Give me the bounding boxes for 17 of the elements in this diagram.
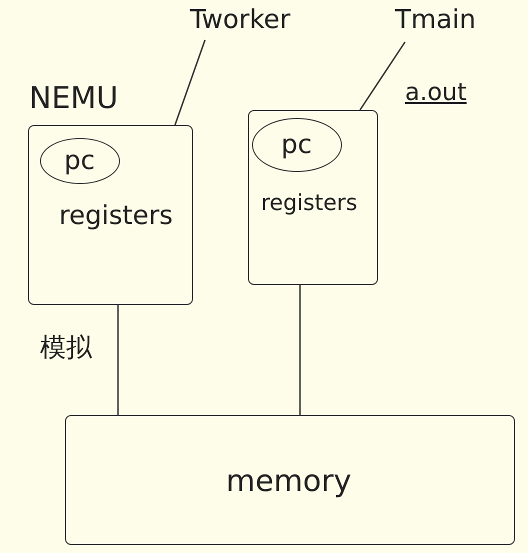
process-box [65, 415, 515, 545]
leader-line [359, 42, 406, 110]
connector-line [117, 305, 119, 415]
process-box [248, 110, 378, 285]
box-label: registers [59, 201, 173, 231]
note-label: a.out [405, 78, 467, 106]
thread-name: Tworker [190, 5, 290, 35]
leader-line [174, 40, 206, 126]
box-label: memory [226, 464, 352, 499]
box-label: registers [261, 191, 358, 216]
register-label: pc [64, 146, 95, 176]
register-ellipse [40, 138, 120, 184]
connector-line [299, 285, 301, 415]
thread-name: Tmain [395, 5, 476, 35]
register-label: pc [281, 130, 312, 160]
register-ellipse [252, 118, 342, 172]
box-heading: NEMU [29, 81, 118, 116]
